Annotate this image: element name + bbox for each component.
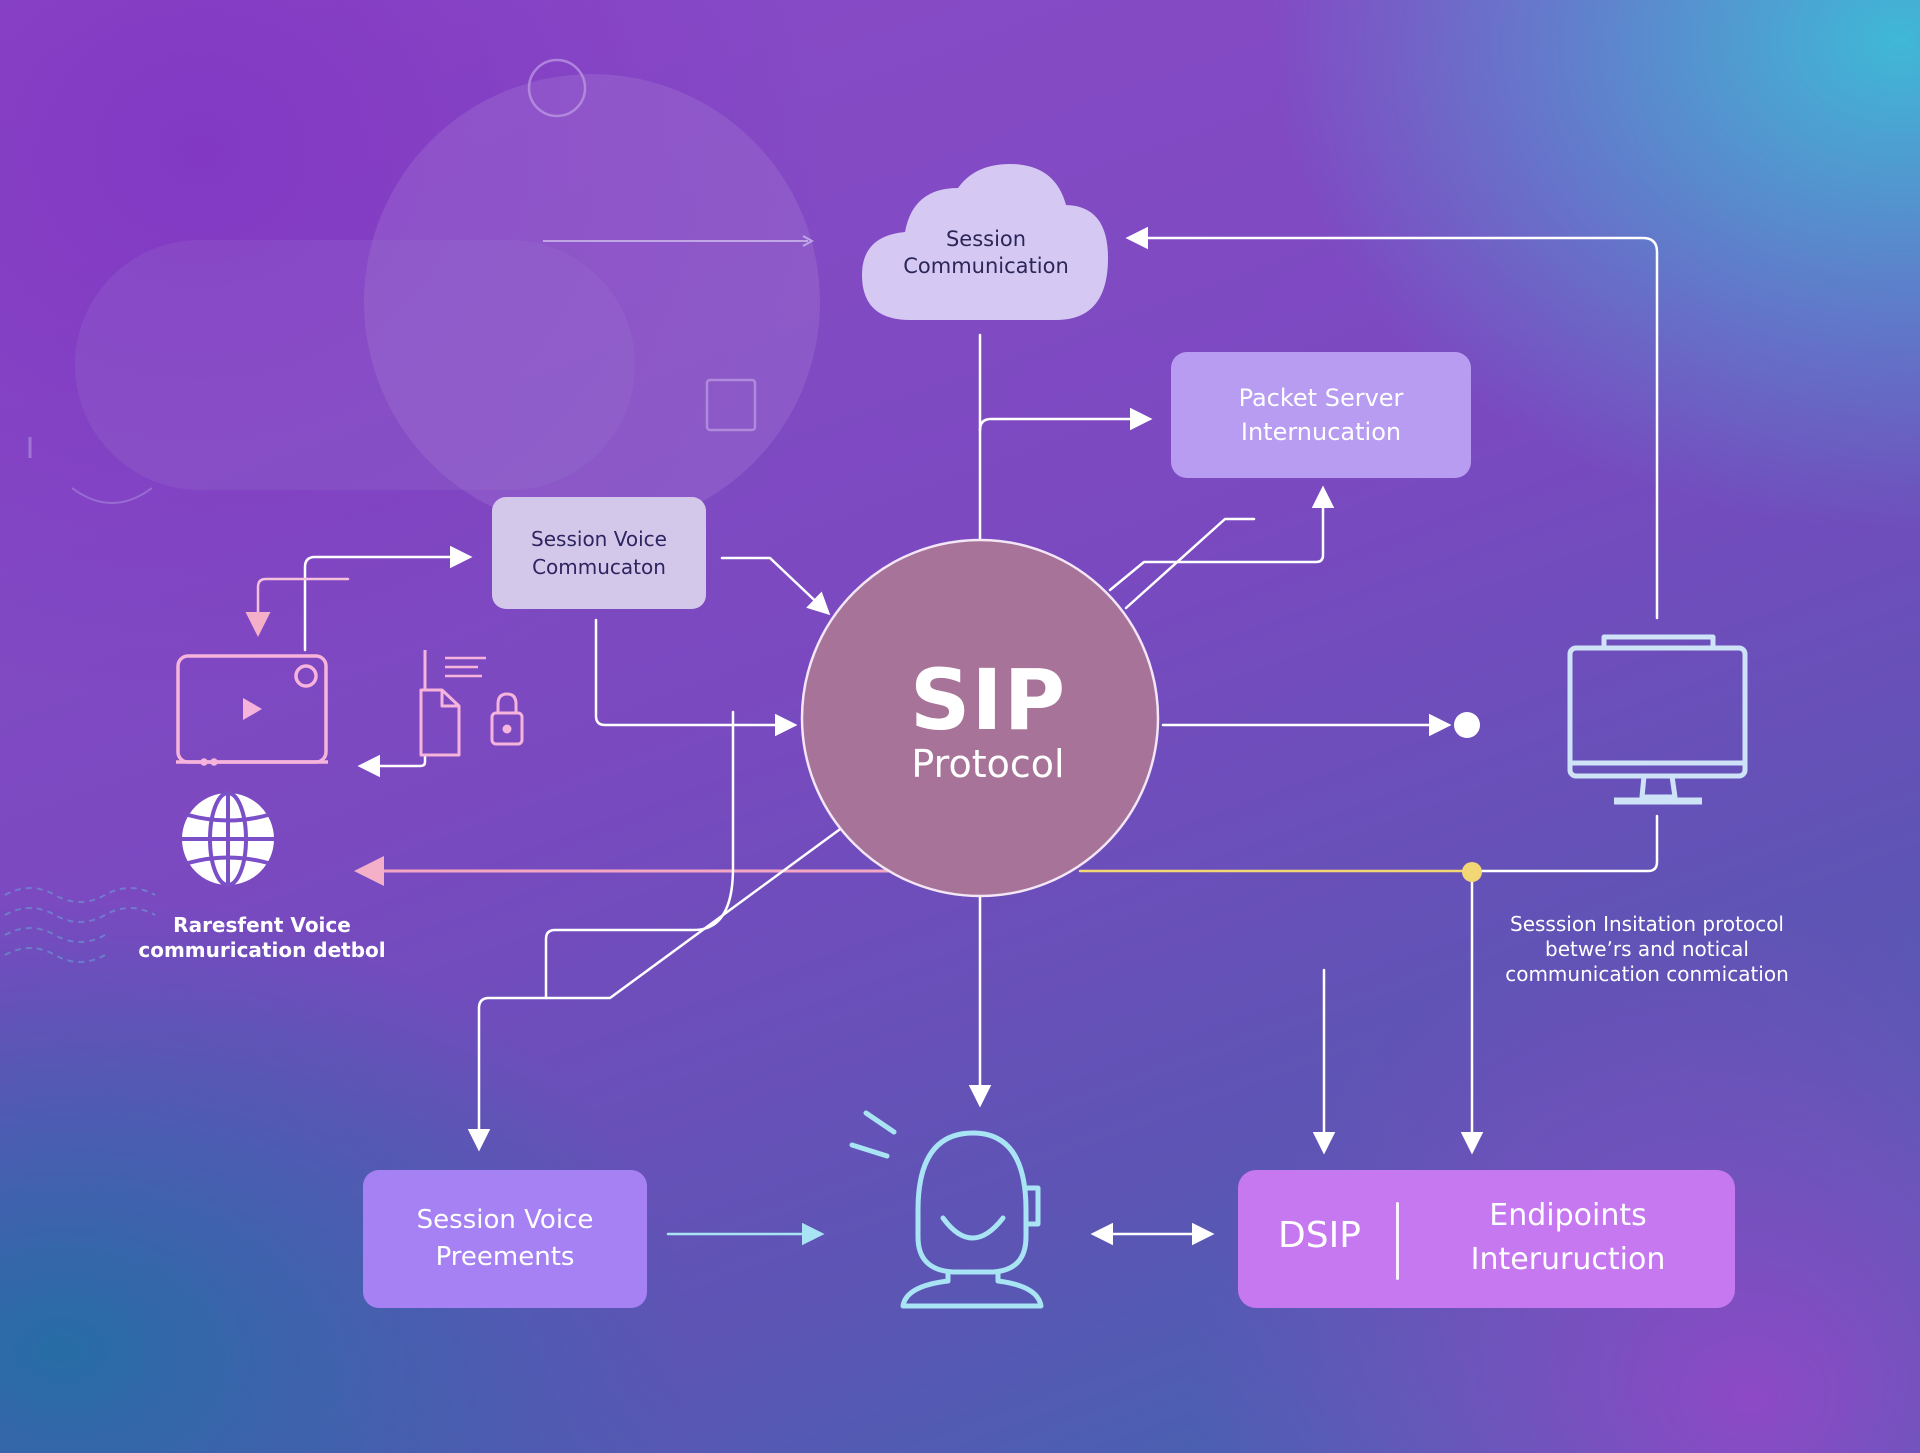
connector-monitor-down [1470,814,1659,873]
dsip-endpoints-box[interactable]: DSIP Endipoints Interuruction [1238,1170,1735,1308]
document-lock-icon [419,650,524,757]
monitor-icon [1567,634,1748,805]
packet-server-box[interactable]: Packet Server Internucation [1171,352,1471,478]
cloud-label: Session Communication [903,227,1069,278]
session-voice-premients-box[interactable]: Session Voice Preements [363,1170,647,1308]
connector-sip-packet [1108,485,1335,592]
connector-loop-video [245,577,350,637]
junction-dot [1462,862,1482,882]
connector-to-voicecomm [303,545,473,652]
headset-agent-icon [849,1110,1044,1309]
sip-circle [800,538,1160,898]
dsip-divider [1396,1202,1399,1280]
connector-sip-packet-2 [1124,517,1256,610]
connector-cloud-packet [978,407,1153,432]
connector-voicecomm-down [594,618,798,737]
endpoint-dot [1454,712,1480,738]
video-player-icon [176,654,328,766]
right-caption: Sesssion Insitation protocol betweʼrs an… [1505,912,1789,986]
packet-server-label: Packet Server Internucation [1238,384,1404,446]
connector-sip-premients [544,710,735,1000]
cloud-icon [862,164,1108,320]
sip-title: SIP [909,651,1067,749]
session-voice-premients-label: Session Voice Preements [416,1205,594,1272]
connectors [245,226,1659,1246]
globe-icon [182,791,274,887]
dsip-label: DSIP [1278,1215,1361,1256]
session-voice-communication-box[interactable]: Session Voice Commucaton [492,497,706,609]
endpoints-label: Endipoints Interuruction [1470,1198,1666,1277]
connector-sip-premients-2 [467,825,845,1152]
connector-voicecomm-sip [720,556,831,616]
session-voice-communication-label: Session Voice Commucaton [531,527,667,579]
left-caption: Raresfent Voice commurication detbol [138,913,386,962]
connector-monitor-cloud [1125,226,1659,620]
background-decoration [4,58,820,963]
sip-subtitle: Protocol [911,742,1065,786]
connector-doc-left [357,753,427,778]
